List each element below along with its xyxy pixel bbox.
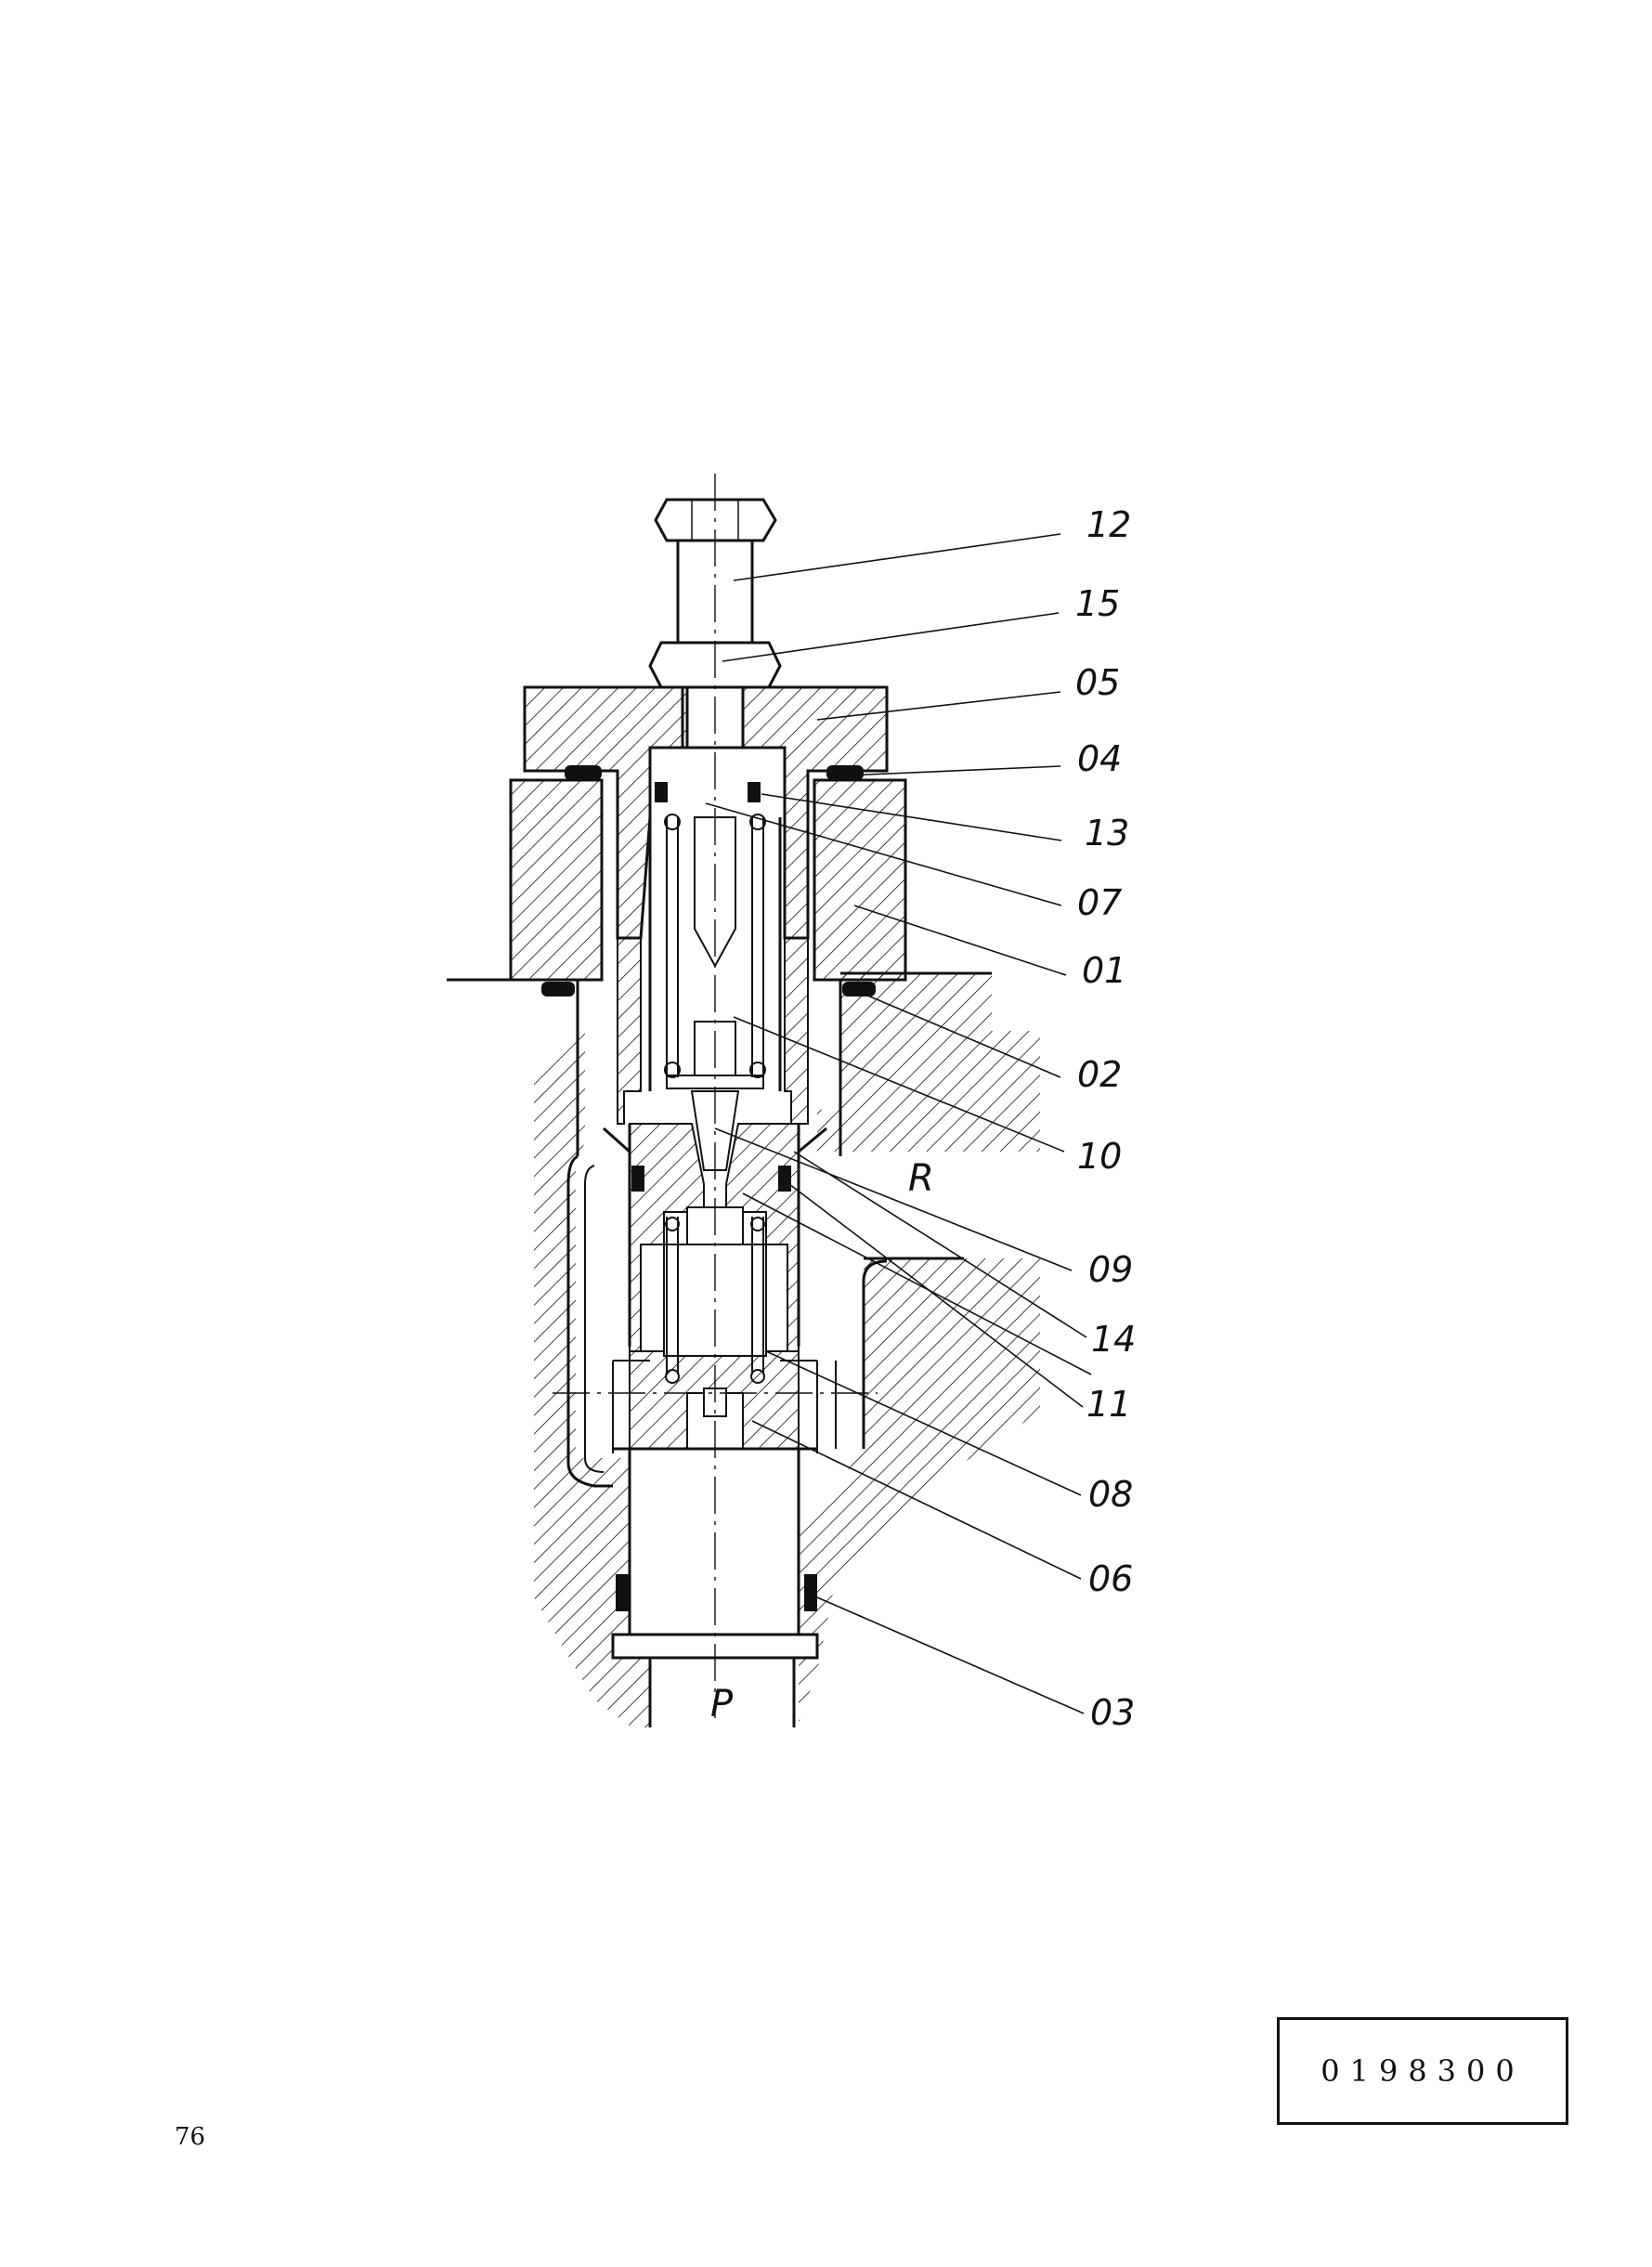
- port-label-return: R: [908, 1157, 934, 1200]
- reference-number: 0198300: [1320, 2053, 1525, 2089]
- callout-09: 09: [1088, 1249, 1133, 1290]
- leader-lines: [705, 533, 1092, 1714]
- port-label-pressure: P: [710, 1683, 734, 1726]
- callout-03: 03: [1090, 1692, 1135, 1733]
- callout-13: 13: [1085, 813, 1129, 853]
- callout-10: 10: [1077, 1136, 1122, 1177]
- callout-01: 01: [1082, 950, 1126, 991]
- callout-04: 04: [1077, 738, 1122, 779]
- housing-body: [534, 966, 1040, 1727]
- callout-11: 11: [1086, 1384, 1131, 1425]
- callout-15: 15: [1075, 583, 1120, 624]
- callout-14: 14: [1091, 1319, 1136, 1360]
- o-rings: [541, 765, 876, 1611]
- callout-05: 05: [1075, 662, 1120, 703]
- upper-spring: [648, 814, 782, 1091]
- cartridge-walls: [566, 1154, 837, 1723]
- callout-07: 07: [1077, 882, 1122, 923]
- main-valve-cone: [603, 1090, 827, 1171]
- callout-labels: 12 15 05 04 13 07 01 02 10 09 14 11 08 0…: [1075, 504, 1136, 1733]
- callout-06: 06: [1088, 1558, 1133, 1599]
- centerlines: [553, 474, 878, 1718]
- callout-12: 12: [1086, 504, 1131, 545]
- callout-02: 02: [1077, 1054, 1122, 1095]
- outer-sleeve: [447, 778, 907, 1156]
- callout-08: 08: [1088, 1474, 1133, 1515]
- page-number: 76: [175, 2123, 206, 2151]
- reference-number-box: 0198300: [1277, 2017, 1568, 2125]
